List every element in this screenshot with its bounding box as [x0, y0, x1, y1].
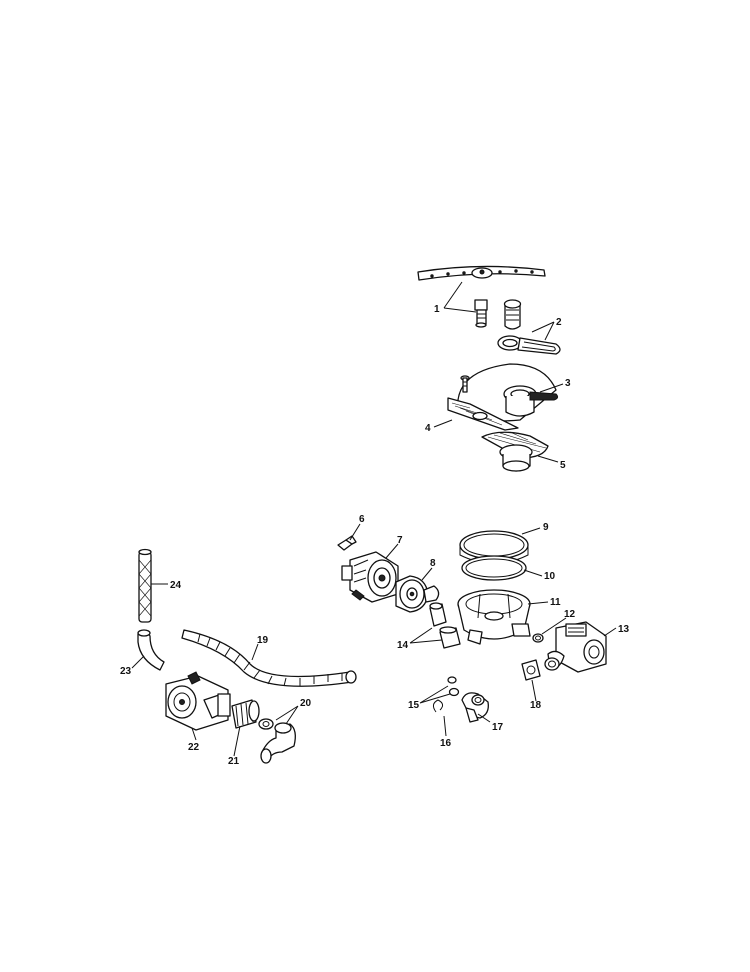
seal-gasket	[497, 335, 561, 355]
drain-pump	[165, 671, 231, 731]
callout-12: 12	[564, 609, 576, 620]
callout-23: 23	[120, 666, 132, 677]
o-ring	[532, 633, 544, 643]
washer	[258, 718, 274, 730]
callout-11: 11	[550, 597, 561, 608]
pump-impeller	[395, 575, 440, 613]
lower-ring-seal	[461, 555, 527, 581]
callout-18: 18	[530, 700, 542, 711]
motor	[341, 551, 399, 603]
wire-clip	[432, 699, 444, 713]
callout-24: 24	[170, 580, 182, 591]
curved-hose	[137, 629, 165, 671]
callout-13: 13	[618, 624, 630, 635]
screw	[460, 375, 470, 393]
callout-10: 10	[544, 571, 556, 582]
small-seal-upper	[447, 676, 457, 684]
square-gasket	[521, 659, 541, 681]
coarse-filter	[481, 431, 549, 472]
callout-2: 2	[556, 317, 562, 328]
callout-15: 15	[408, 700, 420, 711]
hose-coupling-lower	[439, 626, 461, 649]
fill-tube	[503, 299, 522, 330]
callout-20: 20	[300, 698, 312, 709]
leader-lines	[131, 281, 617, 757]
callout-5: 5	[560, 460, 566, 471]
callout-3: 3	[565, 378, 571, 389]
callout-7: 7	[397, 535, 403, 546]
callout-labels: 1 2 3 4 5 6 7 8 9 10 11 12 13 14 15 16 1…	[120, 304, 630, 767]
small-seal-lower	[448, 687, 460, 697]
callout-8: 8	[430, 558, 436, 569]
callout-19: 19	[257, 635, 269, 646]
elbow-fitting	[461, 692, 489, 723]
drain-connector	[231, 699, 260, 729]
spray-arm	[417, 265, 546, 281]
callout-4: 4	[425, 423, 431, 434]
callout-17: 17	[492, 722, 504, 733]
clip	[337, 535, 357, 551]
mesh-tube	[138, 548, 152, 623]
sump-housing	[457, 589, 531, 645]
valve-assembly	[544, 621, 607, 673]
drain-hose	[181, 629, 357, 687]
callout-9: 9	[543, 522, 549, 533]
spray-arm-hub	[474, 299, 488, 328]
callout-16: 16	[440, 738, 452, 749]
drain-elbow	[260, 722, 296, 764]
callout-14: 14	[397, 640, 409, 651]
hose-coupling-upper	[429, 602, 447, 627]
fine-filter	[447, 397, 519, 431]
callout-22: 22	[188, 742, 200, 753]
callout-6: 6	[359, 514, 365, 525]
callout-21: 21	[228, 756, 240, 767]
callout-1: 1	[434, 304, 440, 315]
